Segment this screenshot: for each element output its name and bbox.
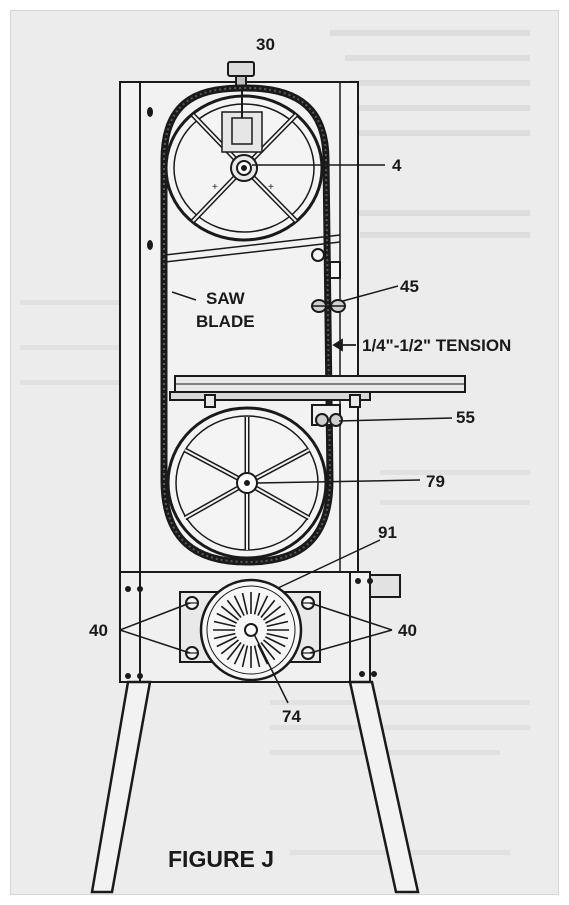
label-tension: 1/4"-1/2" TENSION (362, 336, 511, 355)
label-30: 30 (256, 35, 275, 54)
motor-vent-slot (241, 592, 249, 615)
upper-wheel: + + (164, 90, 324, 242)
label-79: 79 (426, 472, 445, 491)
motor-vent-slot (253, 645, 261, 668)
frame-screws (147, 107, 153, 250)
stand-bolts (125, 578, 377, 679)
tension-arrow (332, 338, 356, 352)
stand-legs (90, 680, 420, 894)
motor-vent-slot (220, 605, 239, 621)
motor-vent-slot (265, 612, 286, 624)
motor-vent-slot (263, 605, 282, 621)
label-saw: SAW (206, 289, 246, 308)
motor-vent-slot (257, 595, 269, 616)
leader-lines (119, 164, 453, 704)
motor-vent-slot (220, 639, 239, 655)
motor-vent-slot (216, 612, 237, 624)
figure-caption: FIGURE J (168, 846, 274, 872)
motor-vent-slot (241, 645, 249, 668)
motor-vent-slot (263, 639, 282, 655)
lower-wheel (166, 406, 328, 560)
motor-vent-slot (226, 599, 242, 618)
work-table (169, 375, 466, 408)
label-74: 74 (282, 707, 301, 726)
svg-text:+: + (268, 182, 274, 193)
motor-vent-slot (257, 644, 269, 665)
motor-vent-slot (233, 644, 245, 665)
label-45: 45 (400, 277, 419, 296)
label-4: 4 (392, 156, 402, 175)
label-blade: BLADE (196, 312, 255, 331)
motor-vent-slot (266, 632, 289, 640)
label-91: 91 (378, 523, 397, 542)
motor-vent-slot (253, 592, 261, 615)
motor-vent-slot (226, 642, 242, 661)
label-40-left: 40 (89, 621, 108, 640)
motor-vent-slot (266, 620, 289, 628)
label-40-right: 40 (398, 621, 417, 640)
motor-vent-slot (260, 642, 276, 661)
motor-vent-slot (233, 595, 245, 616)
motor (199, 578, 303, 682)
label-55: 55 (456, 408, 475, 427)
saw-blade (160, 84, 334, 566)
lower-blade-guide (311, 404, 343, 427)
motor-vent-slot (216, 636, 237, 648)
motor-vent-slot (260, 599, 276, 618)
upper-blade-guide (311, 248, 346, 313)
tension-knob (227, 61, 255, 89)
motor-vent-slot (265, 636, 286, 648)
svg-text:+: + (212, 182, 218, 193)
motor-vent-slot (213, 620, 236, 628)
motor-vent-slot (213, 632, 236, 640)
